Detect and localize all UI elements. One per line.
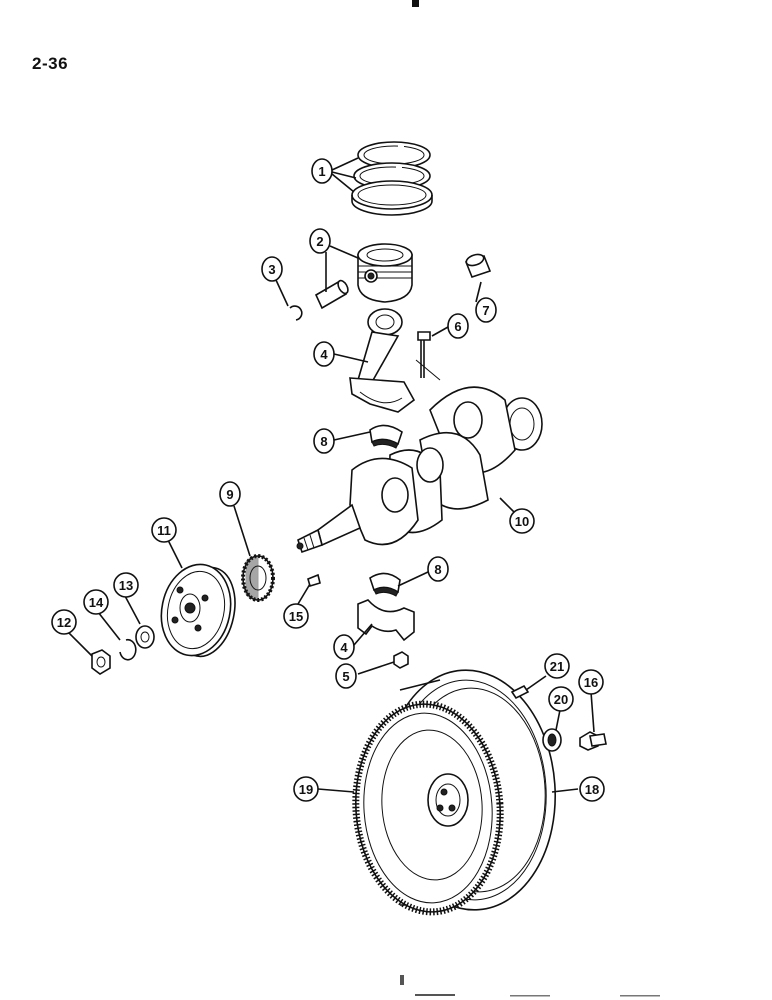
piston-icon [357,243,413,303]
callout-2: 2 [309,228,331,254]
callout-5: 5 [335,663,357,689]
piston-pin-icon [314,279,349,310]
callout-20: 20 [548,686,574,712]
svg-text:8: 8 [434,562,441,577]
callout-18: 18 [579,776,605,802]
svg-text:4: 4 [320,347,328,362]
svg-text:11: 11 [157,523,171,538]
svg-text:9: 9 [226,487,233,502]
callout-14: 14 [83,589,109,615]
svg-text:3: 3 [268,262,275,277]
callout-8-upper: 8 [313,428,335,454]
callout-11: 11 [151,517,177,543]
svg-text:5: 5 [342,669,349,684]
svg-text:4: 4 [340,640,348,655]
page-number: 2-36 [32,54,69,73]
svg-text:12: 12 [57,615,71,630]
svg-text:14: 14 [89,595,104,610]
callout-1: 1 [311,158,333,184]
pulley-icon [160,563,236,658]
callout-4: 4 [313,341,335,367]
svg-text:8: 8 [320,434,327,449]
callout-12: 12 [51,609,77,635]
svg-text:7: 7 [482,303,489,318]
callout-13: 13 [113,572,139,598]
dowel-icon [510,684,530,700]
pin-bushing-icon [464,253,492,278]
callout-19: 19 [293,776,319,802]
lock-washer-icon [119,638,137,661]
callout-7: 7 [475,297,497,323]
rod-bolt-icon [415,331,441,381]
piston-rings-icon [351,141,433,216]
callout-16: 16 [578,669,604,695]
washer-icon [135,625,155,649]
rod-nut-icon [393,651,409,669]
top-edge-mark [412,0,419,7]
callout-3: 3 [261,256,283,282]
callout-6: 6 [447,313,469,339]
bearing-icon [542,728,562,752]
callout-8-lower: 8 [427,556,449,582]
svg-text:2: 2 [316,234,323,249]
connecting-rod-icon [349,308,416,413]
bearing-shell-icon [369,424,403,449]
svg-text:16: 16 [584,675,598,690]
nut-icon [91,649,111,675]
svg-text:6: 6 [454,319,461,334]
callout-21: 21 [544,653,570,679]
timing-gear-icon [241,554,275,602]
svg-text:19: 19 [299,782,313,797]
callout-4-lower: 4 [333,634,355,660]
callout-15: 15 [283,603,309,629]
rod-cap-icon [357,599,415,642]
bearing-shell-lower-icon [369,572,401,597]
bottom-edge-marks [400,975,660,997]
snap-ring-icon [289,305,303,321]
bolt-icon [579,731,607,751]
crankshaft-icon [296,386,543,554]
svg-text:18: 18 [585,782,599,797]
svg-text:10: 10 [515,514,529,529]
svg-text:15: 15 [289,609,303,624]
svg-text:20: 20 [554,692,568,707]
flywheel-icon [352,669,557,916]
svg-text:13: 13 [119,578,133,593]
svg-text:1: 1 [318,164,325,179]
callout-10: 10 [509,508,535,534]
svg-text:21: 21 [550,659,564,674]
callout-9: 9 [219,481,241,507]
leader-lines [67,157,595,793]
